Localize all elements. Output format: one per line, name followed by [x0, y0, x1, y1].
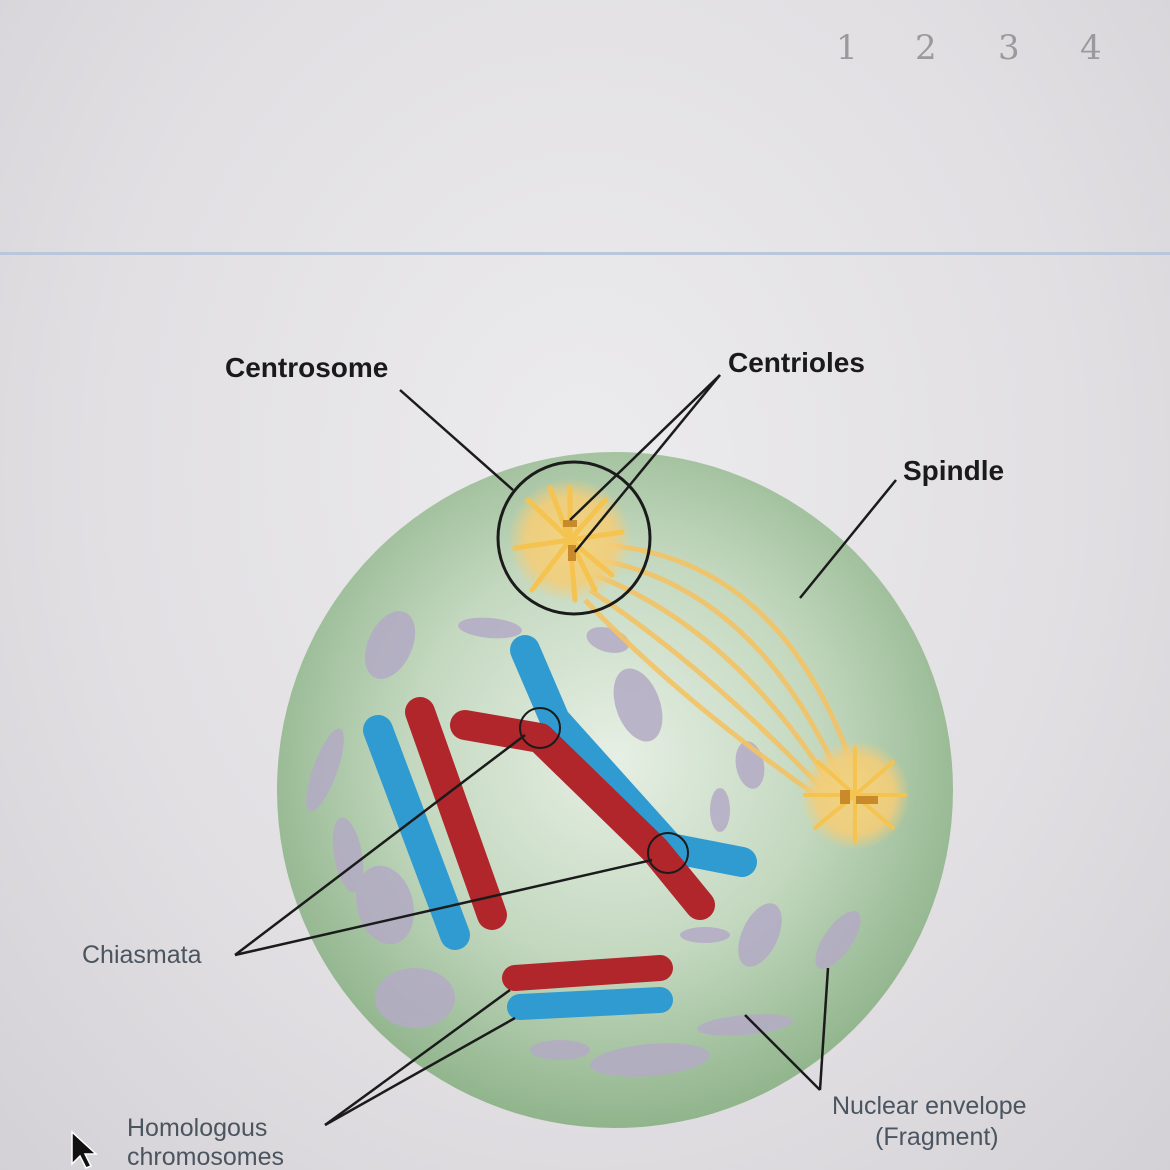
label-centrioles: Centrioles [728, 347, 865, 378]
homologous-pair-crossing [450, 635, 757, 920]
centrosome-bottom [800, 740, 910, 850]
label-homologous-line1: Homologous [127, 1114, 267, 1142]
label-centrosome: Centrosome [225, 352, 388, 383]
label-chiasmata: Chiasmata [82, 941, 202, 969]
chiasma-circle [519, 707, 561, 749]
centriole [840, 790, 850, 804]
label-nuclear-envelope-line1: Nuclear envelope [832, 1092, 1027, 1120]
label-nuclear-envelope-line2: (Fragment) [875, 1123, 999, 1151]
page-tab-3[interactable]: 3 [998, 28, 1020, 68]
page-tab-4[interactable]: 4 [1080, 28, 1102, 68]
centrosome-highlight-circle [496, 460, 652, 616]
page-tab-2[interactable]: 2 [915, 28, 937, 68]
centriole [563, 520, 577, 527]
centriole [856, 796, 878, 804]
leader-lines [234, 374, 897, 1127]
divider [0, 252, 1170, 255]
centrosome-top [508, 478, 632, 603]
label-homologous-line2: chromosomes [127, 1143, 284, 1170]
chiasma-circle [647, 832, 689, 874]
homologous-pair-left [363, 697, 507, 950]
label-spindle: Spindle [903, 455, 1004, 486]
centriole [568, 545, 576, 561]
spindle-fibers [583, 542, 863, 801]
mouse-cursor-icon [71, 1130, 98, 1169]
page-tab-1[interactable]: 1 [836, 28, 858, 68]
homologous-pair-bottom [502, 955, 673, 1020]
